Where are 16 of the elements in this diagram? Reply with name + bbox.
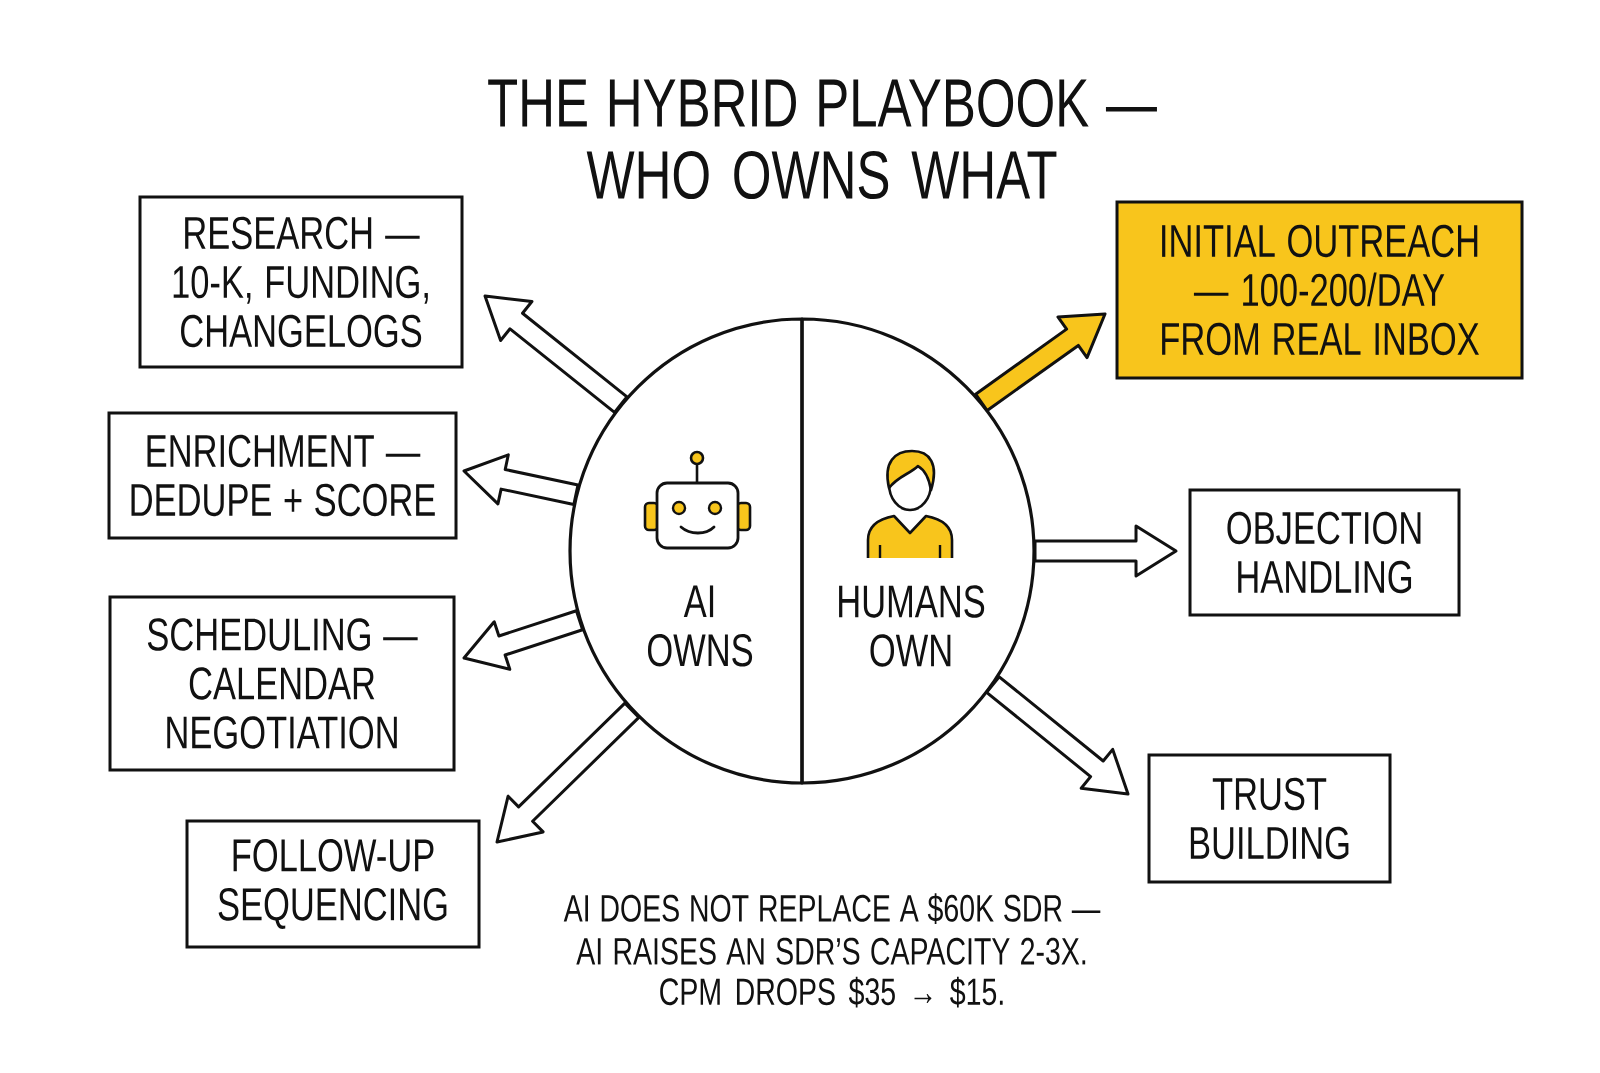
note-text: CPM DROPS $35 → $15.: [660, 976, 1003, 1008]
block-arrow: [974, 312, 1107, 412]
title: THE HYBRID PLAYBOOK — WHO OWNS WHAT: [488, 78, 1157, 200]
task-box: ENRICHMENT — DEDUPE + SCORE: [107, 411, 458, 540]
task-box: SCHEDULING — CALENDAR NEGOTIATION: [108, 595, 456, 772]
block-arrow: [462, 453, 580, 506]
task-box: RESEARCH — 10-K, FUNDING, CHANGELOGS: [138, 195, 464, 369]
task-box: FOLLOW-UP SEQUENCING: [185, 819, 481, 949]
block-arrow: [1033, 524, 1178, 578]
task-box: TRUST BUILDING: [1147, 753, 1392, 884]
highlighted-task-box: INITIAL OUTREACH — 100-200/DAY FROM REAL INBOX: [1115, 200, 1524, 380]
note-text: AI DOES NOT REPLACE A $60K SDR — AI RAISES AN SDR’S CAPACITY 2-3X.: [563, 893, 1101, 965]
task-box: OBJECTION HANDLING: [1188, 488, 1461, 617]
block-arrow: [495, 701, 641, 844]
block-arrow: [462, 609, 585, 671]
block-arrow: [985, 675, 1130, 796]
